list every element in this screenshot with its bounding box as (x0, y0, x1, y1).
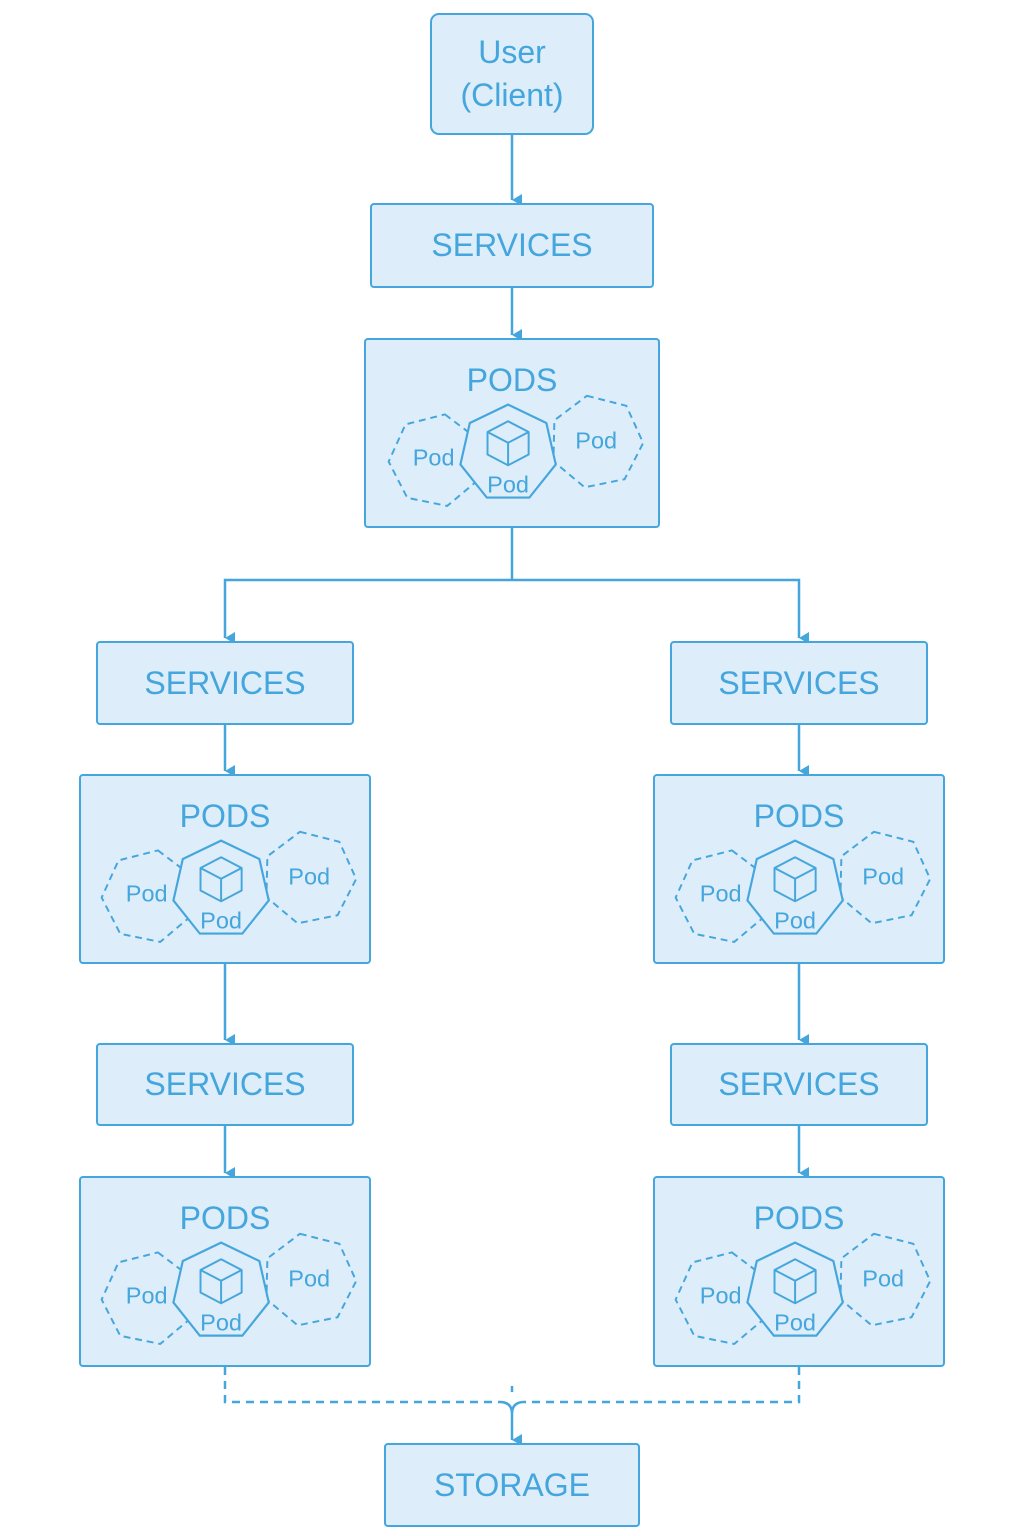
pod-right-label: Pod (575, 428, 617, 454)
edge-pods-to-services-left (223, 578, 512, 644)
pod-center: Pod (459, 403, 557, 499)
services-node-right-1: SERVICES (670, 641, 928, 725)
pod-center-label: Pod (774, 908, 816, 934)
pod-center: Pod (746, 839, 844, 935)
pod-center: Pod (746, 1241, 844, 1337)
pod-left-label: Pod (413, 444, 455, 470)
services-label: SERVICES (144, 664, 306, 701)
pods-title: PODS (179, 1199, 271, 1236)
cube-icon (773, 1258, 817, 1305)
services-node-left-1: SERVICES (96, 641, 354, 725)
pod-center: Pod (172, 839, 270, 935)
storage-node: STORAGE (384, 1443, 640, 1527)
user-client-node: User (Client) (430, 13, 594, 135)
pod-right: Pod (265, 830, 358, 925)
user-client-label: User (Client) (460, 34, 564, 113)
pod-right: Pod (552, 394, 645, 489)
edge-pods-left-2-to-storage (223, 1367, 500, 1404)
pod-left-label: Pod (126, 880, 168, 906)
edge-pods-to-services-right (512, 578, 809, 644)
pod-left-label: Pod (126, 1282, 168, 1308)
services-label: SERVICES (144, 1066, 306, 1102)
pod-left-label: Pod (700, 1282, 742, 1308)
pod-left: Pod (100, 1251, 193, 1346)
cube-icon (773, 856, 817, 903)
cube-icon (486, 420, 530, 467)
pod-left: Pod (387, 413, 480, 507)
pod-right-label: Pod (288, 1266, 330, 1292)
pods-title: PODS (753, 1199, 845, 1236)
pods-title: PODS (753, 797, 845, 834)
pod-center-label: Pod (487, 472, 529, 498)
cube-icon (199, 856, 243, 903)
pod-left-label: Pod (700, 880, 742, 906)
pod-right-label: Pod (862, 864, 904, 890)
pod-center: Pod (172, 1241, 270, 1337)
services-label: SERVICES (431, 227, 593, 263)
pod-right-label: Pod (288, 864, 330, 890)
pod-left: Pod (674, 849, 767, 943)
pod-left: Pod (100, 849, 193, 943)
edge-pods-right-2-to-storage (524, 1367, 801, 1404)
services-label: SERVICES (718, 1066, 880, 1102)
services-node-right-2: SERVICES (670, 1043, 928, 1126)
pod-right-label: Pod (862, 1266, 904, 1292)
services-node-top: SERVICES (370, 203, 654, 288)
pod-center-label: Pod (774, 1310, 816, 1336)
pod-right: Pod (839, 830, 932, 925)
pod-left: Pod (674, 1251, 767, 1346)
edge-storage-merge (499, 1400, 525, 1415)
storage-label: STORAGE (434, 1466, 590, 1503)
pod-center-label: Pod (200, 908, 242, 934)
pod-right: Pod (839, 1232, 932, 1327)
cube-icon (199, 1258, 243, 1305)
services-node-left-2: SERVICES (96, 1043, 354, 1126)
pods-title: PODS (466, 361, 558, 398)
pod-right: Pod (265, 1232, 358, 1327)
services-label: SERVICES (718, 664, 880, 701)
pod-center-label: Pod (200, 1310, 242, 1336)
pods-title: PODS (179, 797, 271, 834)
